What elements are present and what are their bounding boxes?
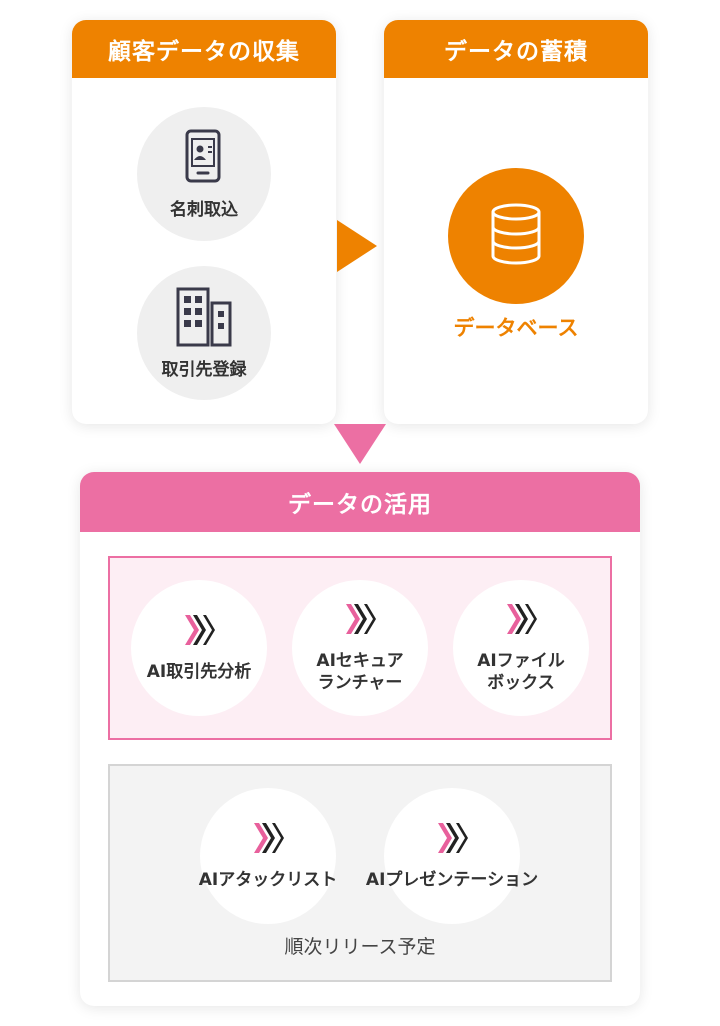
database-icon: [488, 203, 544, 269]
client-registration-item: 取引先登録: [137, 266, 271, 400]
business-card-phone-icon: [184, 129, 224, 187]
arrow-down-icon: [334, 424, 386, 464]
service-ai-secure-launcher[interactable]: AIセキュア ランチャー: [292, 580, 428, 716]
store-card-title: データの蓄積: [384, 20, 648, 78]
service-label: AIファイル ボックス: [477, 651, 565, 693]
database-circle: [448, 168, 584, 304]
store-card: データの蓄積 データベース: [384, 20, 648, 424]
database-label: データベース: [453, 316, 579, 340]
service-label: AIプレゼンテーション: [365, 870, 539, 890]
x-logo-icon: [344, 602, 376, 640]
service-label: AI取引先分析: [146, 662, 252, 682]
x-logo-icon: [183, 613, 215, 651]
use-card: データの活用 AI取引先分析 AIセキュア ランチャー: [80, 472, 640, 1006]
x-logo-icon: [436, 821, 468, 859]
available-services-box: AI取引先分析 AIセキュア ランチャー AIファイル ボックス: [108, 556, 612, 740]
business-card-import-label: 名刺取込: [170, 199, 238, 220]
service-ai-client-analysis[interactable]: AI取引先分析: [131, 580, 267, 716]
service-ai-presentation[interactable]: AIプレゼンテーション: [366, 788, 538, 924]
x-logo-icon: [505, 602, 537, 640]
upcoming-services-box: AIアタックリスト AIプレゼンテーション 順次リリース予定: [108, 764, 612, 982]
collect-card-title: 顧客データの収集: [72, 20, 336, 78]
service-label: AIセキュア ランチャー: [316, 651, 404, 693]
building-icon: [174, 287, 234, 351]
client-registration-label: 取引先登録: [161, 359, 247, 380]
use-card-title: データの活用: [80, 472, 640, 532]
service-label: AIアタックリスト: [198, 870, 338, 890]
arrow-right-icon: [337, 220, 377, 272]
service-ai-file-box[interactable]: AIファイル ボックス: [453, 580, 589, 716]
service-ai-attack-list[interactable]: AIアタックリスト: [198, 788, 338, 924]
collect-card: 顧客データの収集 名刺取込: [72, 20, 336, 424]
x-logo-icon: [252, 821, 284, 859]
upcoming-release-note: 順次リリース予定: [284, 936, 436, 958]
business-card-import-item: 名刺取込: [137, 107, 271, 241]
